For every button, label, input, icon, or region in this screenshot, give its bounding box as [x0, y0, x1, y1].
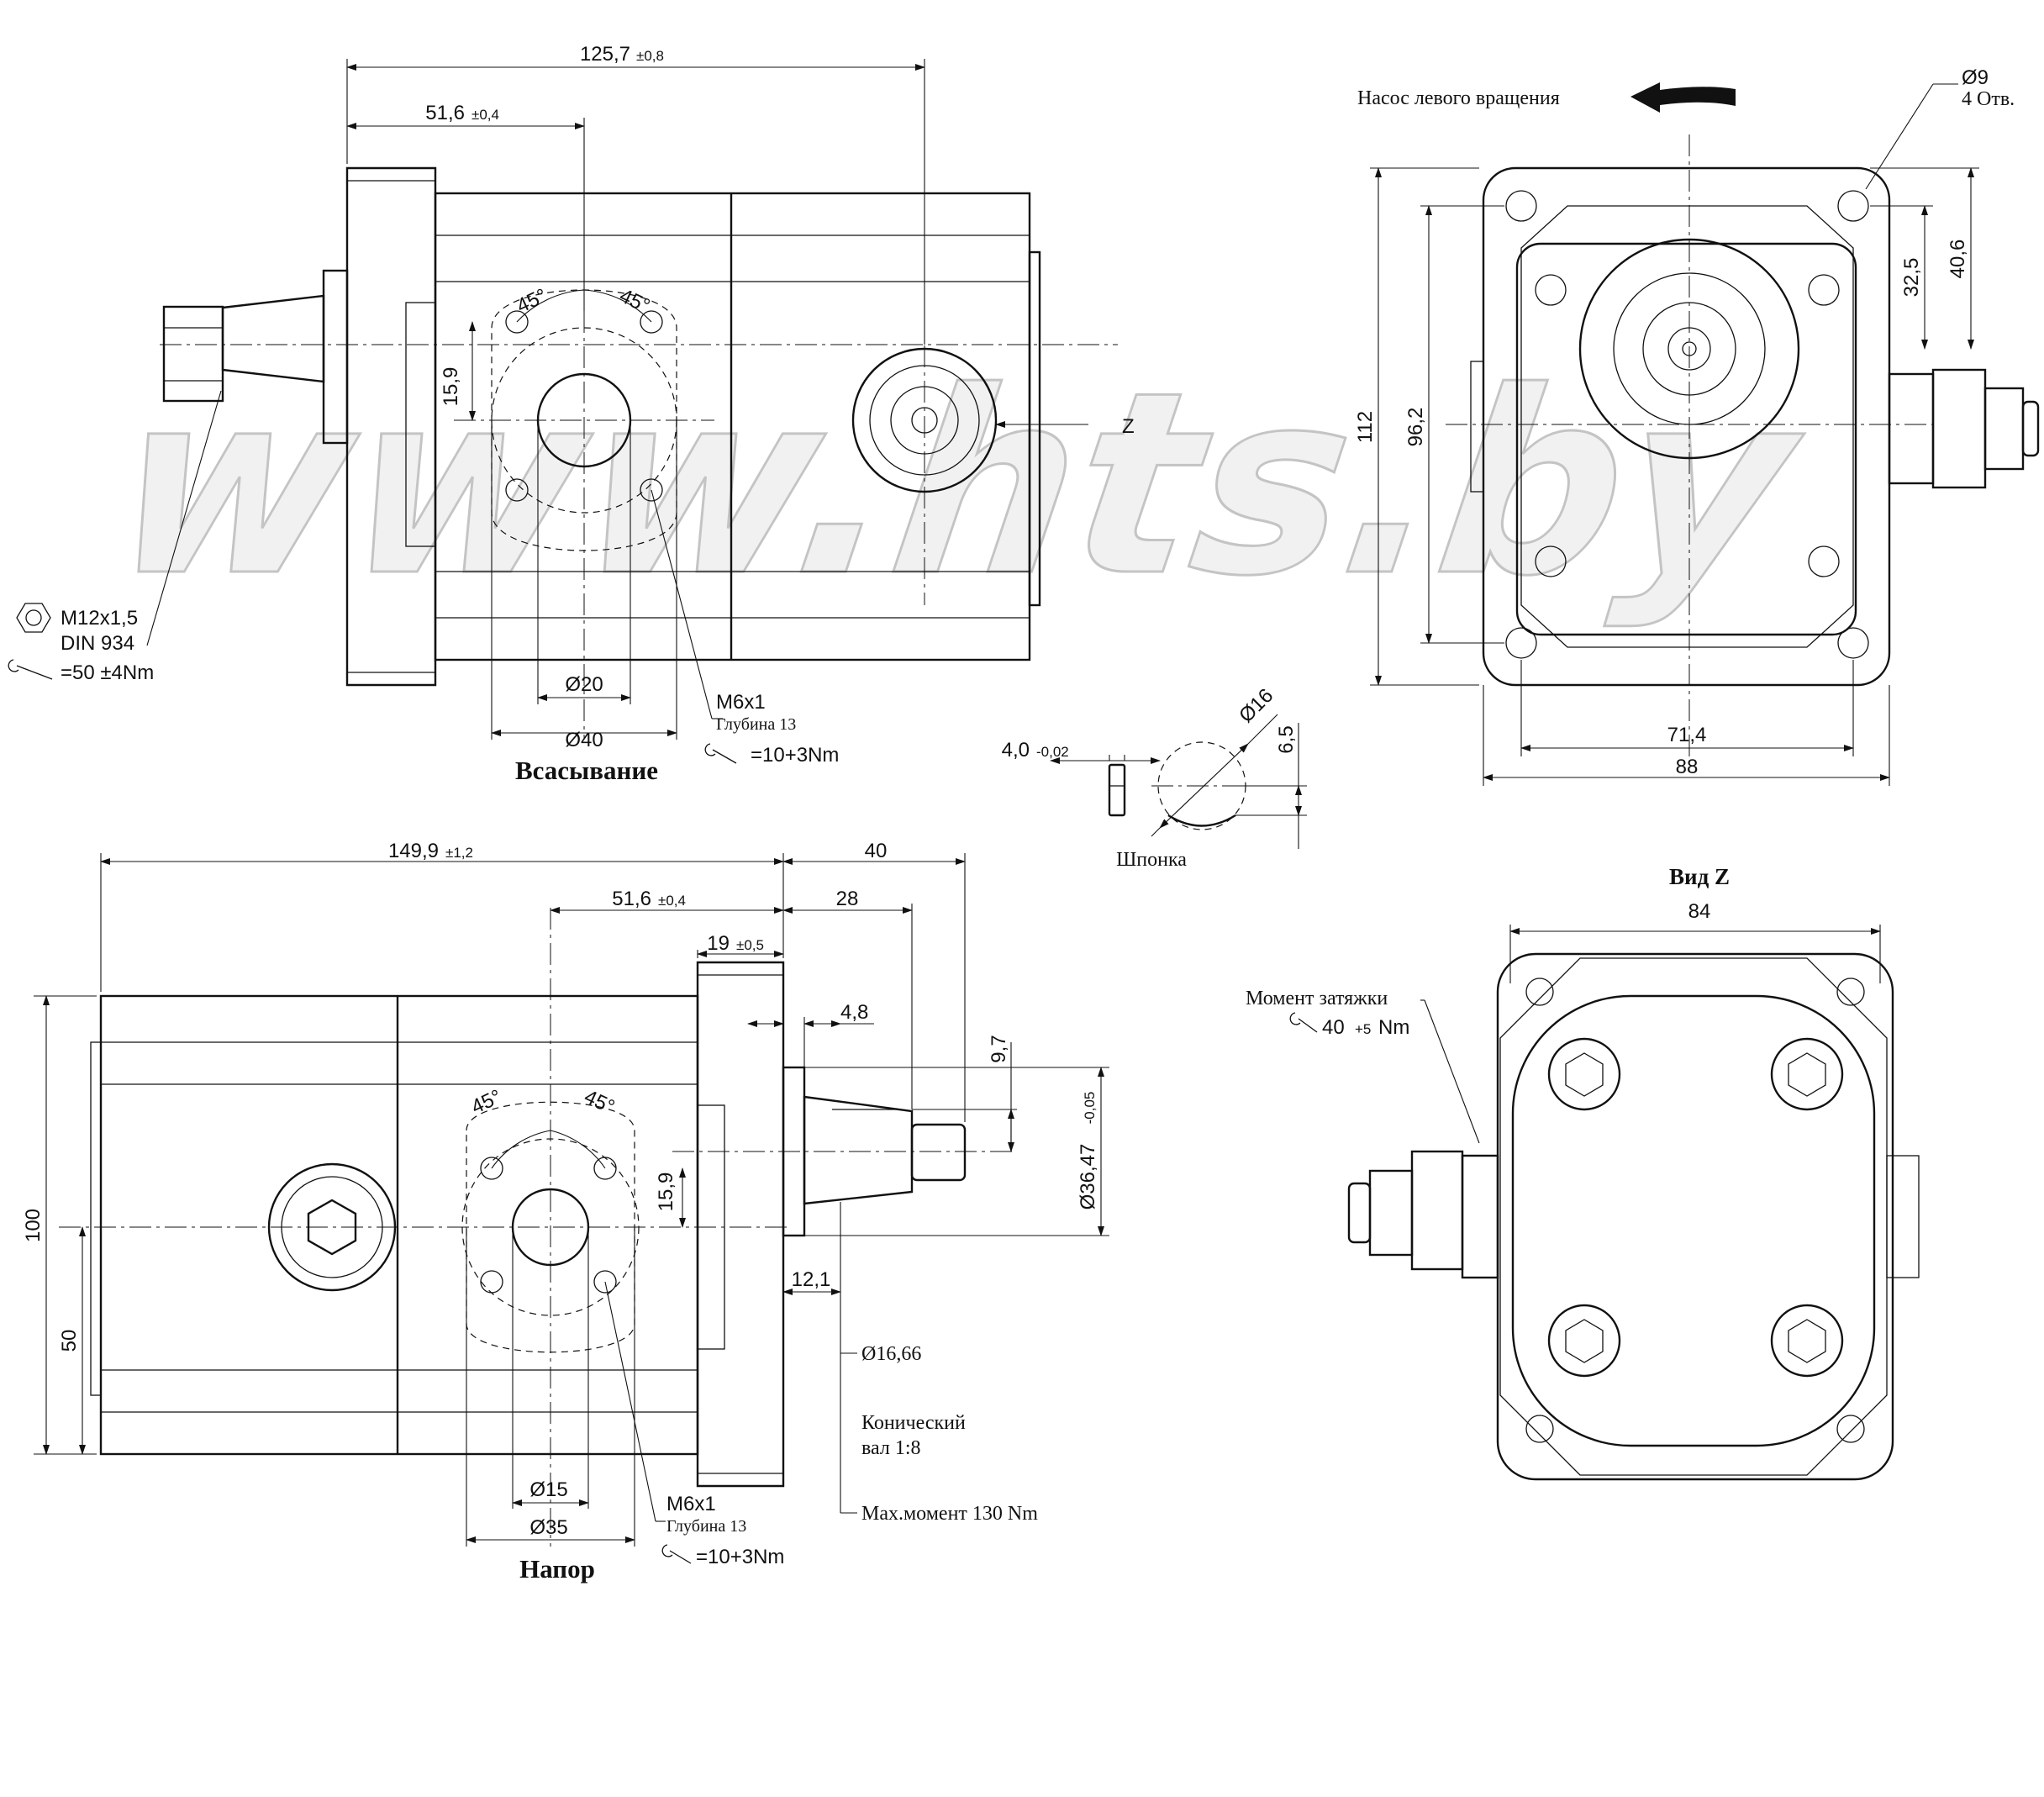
nut-icon: [16, 603, 51, 633]
side-dim-shaft-length: 40: [865, 840, 888, 862]
side-angle-left: 45°: [468, 1085, 505, 1119]
side-flange: [696, 961, 785, 1488]
side-dim-key-offset: 9,7: [988, 1035, 1010, 1062]
nut-standard-label: DIN 934: [61, 632, 134, 655]
view-z-cover: [1511, 994, 1876, 1447]
front-mounting-holes: [1505, 190, 1869, 659]
side-wrench-icon: [661, 1544, 692, 1564]
front-view: [1370, 82, 2040, 786]
side-thread-label: M6x1: [666, 1493, 716, 1515]
top-dim-total: 125,7: [580, 43, 630, 66]
side-dim-height-half: 50: [58, 1330, 81, 1352]
front-dim-width-inner: 71,4: [1667, 724, 1707, 746]
top-dim-port-height: 15,9: [440, 367, 462, 407]
view-z-torque-value: 40: [1322, 1016, 1345, 1039]
key-dim-height: 6,5: [1275, 725, 1298, 753]
top-wrench-icon: [704, 743, 737, 764]
top-thread-label: M6x1: [716, 691, 766, 714]
top-angle-left: 45°: [514, 284, 551, 318]
top-thread-torque: =10+3Nm: [751, 744, 839, 767]
view-z-flange: [1496, 952, 1894, 1481]
view-z-torque-label: Момент затяжки: [1246, 988, 1388, 1009]
top-dim-port-offset: 51,6: [425, 102, 465, 124]
rotation-arrow: [1630, 82, 1736, 113]
view-z-side-fitting: [1461, 1154, 1499, 1279]
top-depth-label: Глубина 13: [716, 715, 796, 734]
front-dim-half-small: 32,5: [1900, 258, 1923, 298]
side-shaft: [803, 1095, 914, 1205]
max-torque-note: Max.момент 130 Nm: [861, 1503, 1038, 1525]
view-z-wrench-icon: [1289, 1012, 1318, 1033]
top-dim-port-dia-outer: Ø40: [565, 729, 603, 751]
side-body: [99, 994, 699, 1456]
front-dim-height-total: 112: [1354, 411, 1377, 443]
side-depth-label: Глубина 13: [666, 1517, 746, 1536]
view-z-torque-tol: +5: [1355, 1021, 1371, 1037]
side-dim-total-tol: ±1,2: [445, 845, 473, 861]
side-dim-pilot: 4,8: [840, 1001, 868, 1024]
watermark: www.hts.by: [98, 338, 1818, 631]
side-angle-right: 45°: [581, 1085, 618, 1119]
key-dim-width-tol: -0,02: [1036, 744, 1069, 760]
pressure-port-label: Напор: [519, 1554, 595, 1584]
side-dim-taper-start: 12,1: [792, 1268, 831, 1291]
side-dim-pilot-dia: Ø36,47: [1077, 1144, 1099, 1210]
front-hole-dia: Ø9: [1962, 66, 1989, 89]
side-dim-port-offset: 51,6: [612, 888, 651, 910]
view-z-cover-bolts: [1547, 1037, 1844, 1378]
top-angle-right: 45°: [616, 284, 653, 318]
side-thread-torque: =10+3Nm: [696, 1546, 784, 1568]
side-dim-total: 149,9: [388, 840, 439, 862]
front-dim-width-total: 88: [1676, 756, 1699, 778]
shaft-note-line2: вал 1:8: [861, 1437, 921, 1459]
top-flange: [345, 166, 437, 687]
top-view: [146, 59, 1118, 740]
view-z-dim-width: 84: [1688, 900, 1711, 923]
side-dim-flange-tol: ±0,5: [736, 937, 764, 953]
top-dim-total-tol: ±0,8: [636, 48, 664, 64]
side-dim-flange: 19: [707, 932, 730, 955]
side-dim-height-total: 100: [22, 1209, 45, 1242]
pressure-thread-holes: [480, 1157, 617, 1294]
view-z-torque-unit: Nm: [1378, 1016, 1409, 1039]
nut-torque-label: =50 ±4Nm: [61, 661, 154, 684]
view-z: [1347, 925, 1920, 1481]
front-side-fitting: [1888, 372, 1935, 485]
side-dim-port-dia-outer: Ø35: [529, 1516, 567, 1539]
view-z-flange-holes: [1525, 978, 1865, 1443]
z-view-marker: Z: [1122, 415, 1135, 438]
nut-wrench-icon: [8, 659, 53, 680]
side-dim-port-dia-inner: Ø15: [529, 1478, 567, 1501]
key-label: Шпонка: [1116, 849, 1187, 871]
top-dim-port-tol: ±0,4: [471, 107, 499, 123]
side-view: [34, 853, 1109, 1547]
nut-thread-label: M12x1,5: [61, 607, 138, 630]
view-z-title: Вид Z: [1669, 864, 1730, 889]
front-hole-count: 4 Отв.: [1962, 88, 2015, 110]
suction-port-label: Всасывание: [515, 756, 658, 785]
key-dim-width: 4,0: [1002, 739, 1030, 761]
suction-thread-holes: [505, 310, 663, 502]
shaft-note-line1: Конический: [861, 1412, 966, 1434]
side-dim-pilot-tol: -0,05: [1082, 1092, 1098, 1125]
side-dim-port-height: 15,9: [655, 1173, 677, 1212]
key-detail: [1050, 714, 1307, 849]
front-dim-half-large: 40,6: [1947, 240, 1969, 279]
top-dim-port-dia-inner: Ø20: [565, 673, 603, 696]
side-dim-shaft-dia: Ø16,66: [861, 1343, 921, 1365]
side-dim-shaft-taper: 28: [836, 888, 859, 910]
front-dim-height-inner: 96,2: [1404, 408, 1427, 447]
side-dim-port-tol: ±0,4: [658, 893, 686, 909]
rotation-label: Насос левого вращения: [1357, 87, 1560, 109]
key-section: [1108, 763, 1126, 817]
top-nut: [162, 305, 224, 403]
